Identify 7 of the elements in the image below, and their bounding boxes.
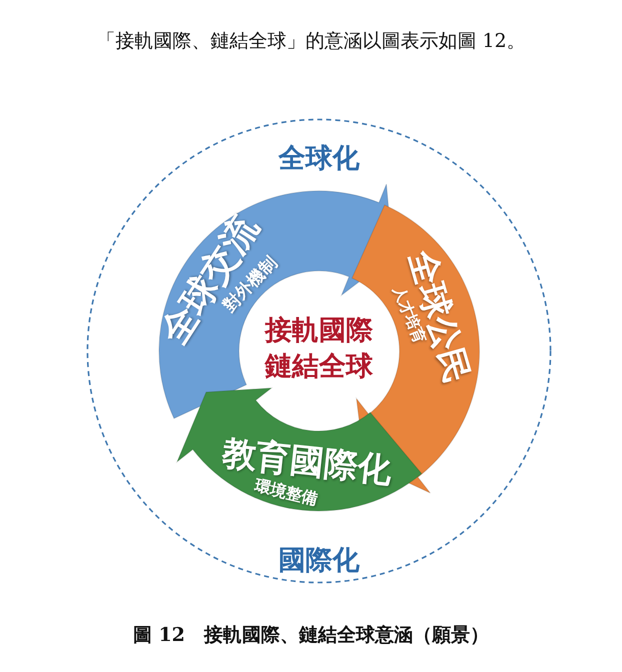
circle-label: 全球化 xyxy=(278,142,360,176)
intro-sentence: 「接軌國際、鏈結全球」的意涵以圖表示如圖 12。 xyxy=(95,29,527,54)
figure-caption: 圖 12 接軌國際、鏈結全球意涵（願景） xyxy=(132,623,490,648)
center-text: 接軌國際鏈結全球 xyxy=(261,313,377,385)
ring-segment xyxy=(177,388,422,511)
dashed-circle xyxy=(86,118,552,584)
circle-label: 國際化 xyxy=(278,544,360,578)
